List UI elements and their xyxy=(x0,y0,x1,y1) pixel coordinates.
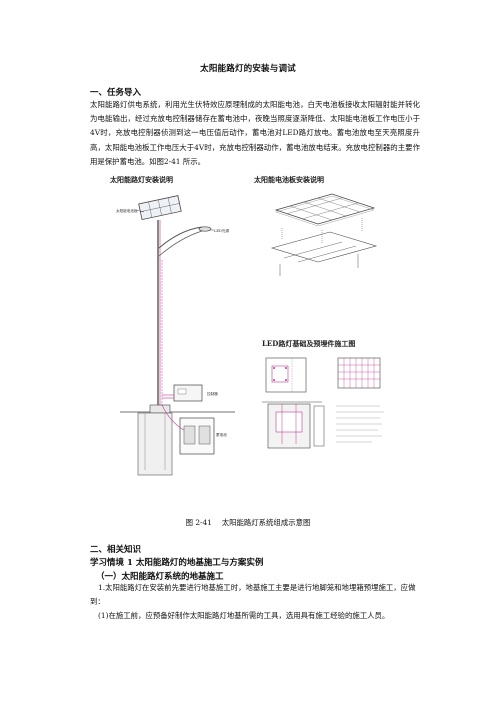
figure-label-panel: 太阳能电池板安装说明 xyxy=(254,175,324,184)
foundation-drawing xyxy=(262,357,384,449)
item-1: 1.太阳能路灯在安装前先要进行地基施工时，地基施工主要是进行地脚笼和地埋箱预埋施… xyxy=(90,583,416,606)
controller-callout: 控制器 xyxy=(207,391,218,396)
solar-panel-shape xyxy=(138,195,182,221)
panel-frame-drawing xyxy=(270,193,378,276)
figure-label-foundation: LED路灯基础及预埋件施工图 xyxy=(262,339,356,348)
item-1-1: (1)在施工前，应预备好制作太阳能路灯地基所需的工具，选用具有施工经验的施工人员… xyxy=(98,611,390,620)
page-title: 太阳能路灯的安装与调试 xyxy=(200,64,296,74)
intro-text: 太阳能路灯供电系统，利用光生伏特效应原理制成的太阳能电池，白天电池板接收太阳辐射… xyxy=(90,100,420,166)
section-heading-task: 一、任务导入 xyxy=(90,88,142,98)
led-callout: LED光源 xyxy=(214,228,229,233)
sub-heading: （一）太阳能路灯系统的地基施工 xyxy=(96,572,224,582)
panel-callout: 太阳能电池板 xyxy=(116,208,138,213)
section-heading-knowledge: 二、相关知识 xyxy=(90,545,142,555)
street-light-drawing: 太阳能电池板 LED光源 控制器 蓄电池 xyxy=(116,195,235,476)
figure-caption: 图 2-41 太阳能路灯系统组成示意图 xyxy=(185,518,311,527)
figure-label-install: 太阳能路灯安装说明 xyxy=(110,175,173,184)
intro-paragraph: 太阳能路灯供电系统，利用光生伏特效应原理制成的太阳能电池，白天电池板接收太阳辐射… xyxy=(90,98,420,169)
situation-heading: 学习情境 1 太阳能路灯的地基施工与方案实例 xyxy=(90,558,264,568)
battery-callout: 蓄电池 xyxy=(216,432,227,437)
